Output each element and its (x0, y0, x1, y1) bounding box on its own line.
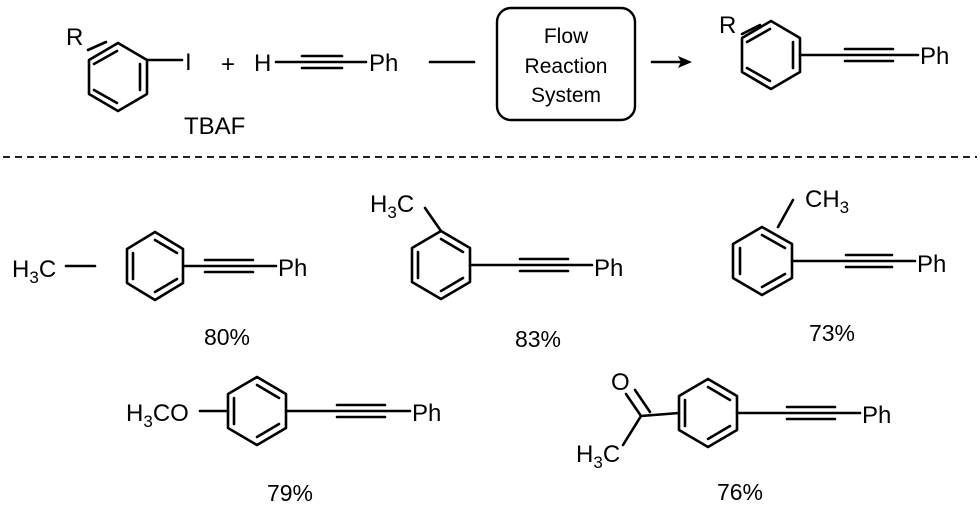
benzene-ring (740, 19, 802, 91)
substituent-label: CH3 (805, 186, 849, 217)
carbonyl-bond (624, 392, 643, 418)
phenyl-label: Ph (369, 50, 398, 77)
benzene-ring (226, 375, 288, 447)
carbonyl-bond (633, 388, 652, 414)
yield-label: 83% (515, 326, 561, 352)
r-group-bond (86, 40, 108, 52)
yield-label: 76% (717, 479, 763, 505)
box-line-2: Reaction (525, 55, 608, 78)
substituent-label: H3C (12, 256, 56, 287)
benzene-ring (410, 229, 472, 301)
oxygen-label: O (611, 369, 630, 396)
reagent-label: TBAF (184, 113, 245, 140)
r-group-label: R (66, 24, 83, 51)
phenylacetylene: H Ph (254, 50, 398, 77)
hydrogen-label: H (254, 50, 271, 77)
product-ortho-methyl: CH3 Ph 73% (731, 186, 946, 346)
acetyl-ring-bond (639, 411, 681, 418)
box-line-1: Flow (544, 25, 589, 48)
plus-sign: + (221, 51, 235, 78)
phenyl-label: Ph (920, 43, 949, 70)
benzene-ring (731, 225, 794, 297)
phenyl-label: Ph (412, 400, 441, 427)
benzene-ring (125, 230, 185, 302)
yield-label: 79% (267, 480, 313, 506)
product-para-methyl: H3C Ph 80% (12, 230, 307, 350)
r-group-label: R (719, 12, 736, 39)
substituent-label: H3CO (126, 400, 189, 431)
iodine-label: I (185, 49, 192, 76)
product-meta-methyl: H3C Ph 83% (370, 191, 623, 352)
yield-label: 73% (809, 320, 855, 346)
flow-reaction-box: Flow Reaction System (495, 6, 637, 122)
product-para-acetyl: O H3C Ph 76% (576, 369, 891, 505)
benzene-ring (677, 377, 739, 449)
box-line-3: System (531, 84, 601, 107)
phenyl-label: Ph (278, 255, 307, 282)
phenyl-label: Ph (862, 402, 891, 429)
phenyl-label: Ph (594, 255, 623, 282)
substituent-label: H3C (370, 191, 414, 222)
acetyl-methyl-bond (621, 414, 643, 447)
substituent-label: H3C (576, 441, 620, 472)
benzene-ring (87, 41, 149, 113)
methyl-bond (423, 206, 443, 233)
phenyl-label: Ph (917, 251, 946, 278)
aryl-iodide: R I (66, 24, 192, 113)
product-general: R Ph (719, 12, 949, 91)
methyl-bond (776, 198, 795, 229)
reaction-arrow (650, 56, 692, 68)
substituent-text: H3C (12, 256, 56, 287)
product-para-methoxy: H3CO Ph 79% (126, 375, 441, 506)
r-group-bond (740, 23, 762, 36)
yield-label: 80% (204, 324, 250, 350)
